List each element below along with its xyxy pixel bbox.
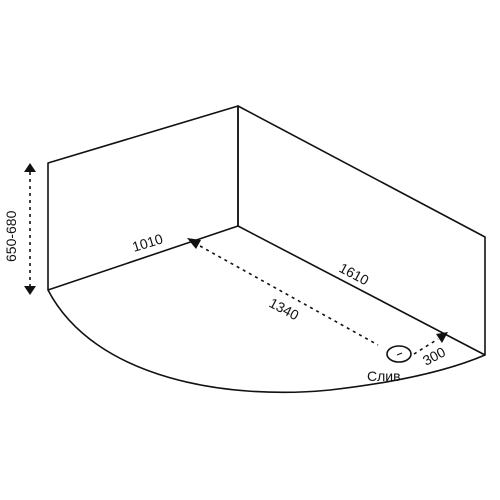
bathtub-walls: [47, 105, 486, 356]
long-side-dimension-label: 1610: [337, 260, 372, 289]
drain-icon: [386, 345, 412, 363]
diagonal-dimension-line: [187, 238, 379, 346]
drain-offset-dimension-label: 300: [420, 343, 448, 368]
drain-offset-dimension-line: [413, 332, 448, 355]
diagonal-dimension-label: 1340: [267, 295, 302, 324]
right-wall-panel: [237, 105, 486, 356]
curved-front-rim: [47, 289, 486, 394]
left-wall-panel: [47, 105, 239, 291]
height-dimension-line: [24, 163, 36, 295]
short-side-dimension-label: 1010: [130, 230, 165, 254]
drain-label: Слив: [367, 368, 401, 384]
height-dimension-label: 650-680: [3, 210, 19, 262]
